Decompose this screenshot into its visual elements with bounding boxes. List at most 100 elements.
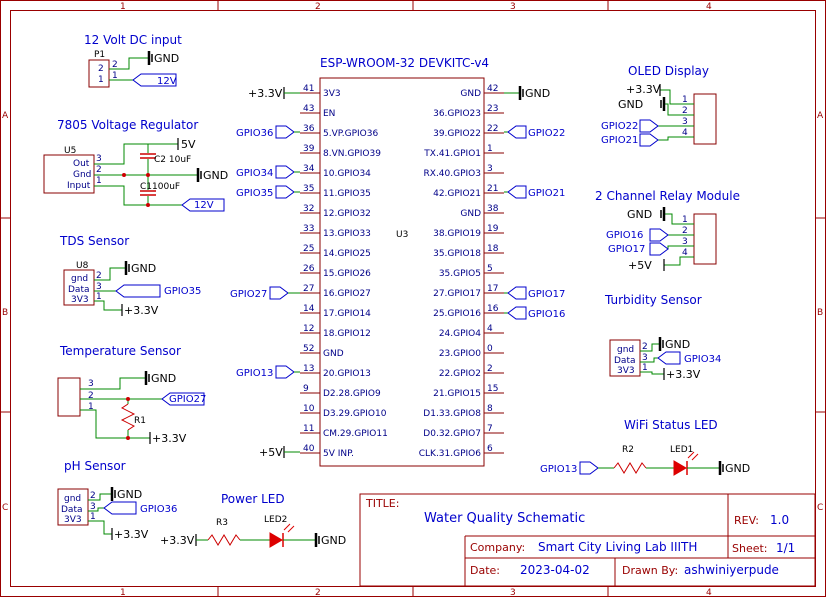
esp-right-pin-number: 6: [487, 444, 493, 454]
title-block: TITLE: Water Quality Schematic REV: 1.0 …: [359, 493, 816, 587]
esp-gpio13-net: GPIO13: [236, 368, 273, 379]
esp-left-pin-number: 33: [303, 224, 314, 234]
net-flag-gpio35: [275, 185, 295, 199]
temp-pin1: 1: [88, 402, 94, 412]
c2-ref: C2 10uF: [154, 155, 191, 165]
relay-pin2: 2: [682, 226, 688, 236]
reg-input-label: Input: [67, 181, 91, 191]
esp-left-pin-number: 32: [303, 204, 314, 214]
ph-data-pin: Data: [61, 505, 83, 515]
esp-right-pin-number: 18: [487, 244, 499, 254]
reg-gnd-label: Gnd: [73, 170, 91, 180]
esp-left-pin-number: 36: [303, 124, 315, 134]
esp-left-pin-number: 25: [303, 244, 314, 254]
esp-right-pin-number: 23: [487, 104, 498, 114]
wifi-gpio13-net: GPIO13: [540, 464, 577, 475]
u5-pin3: 3: [96, 154, 102, 164]
col-label-1: 1: [120, 2, 126, 12]
esp-left-pin-name: GND: [323, 349, 344, 359]
tds-title: TDS Sensor: [59, 234, 129, 248]
ph-gnd-net: GND: [117, 488, 142, 501]
esp-right-pin-number: 17: [487, 284, 498, 294]
ph-section: pH Sensor gnd Data 3V3 2 3 1 GND GPIO36 …: [57, 459, 177, 541]
ph-gpio36-net: GPIO36: [140, 504, 177, 515]
sheet-label: Sheet:: [732, 542, 768, 555]
p1-12v-net: 12V: [157, 76, 177, 87]
esp-gnd-net: GND: [525, 87, 550, 100]
esp-right-pin-number: 38: [487, 204, 499, 214]
esp-left-pin-number: 34: [303, 164, 315, 174]
esp-left-pin-number: 35: [303, 184, 314, 194]
turbidity-section: Turbidity Sensor gnd Data 3V3 2 3 1 GND …: [604, 293, 721, 381]
temperature-section: Temperature Sensor 3 2 1 GND GPIO27 +3.3…: [57, 344, 206, 445]
esp-left-pin-name: 12.GPIO32: [323, 209, 371, 219]
tds-3v3-net: +3.3V: [124, 304, 159, 317]
u8-pin3: 3: [96, 282, 102, 292]
turbidity-pin3: 3: [642, 353, 648, 363]
esp-gpio17-net: GPIO17: [528, 289, 565, 300]
resistor-r2: [613, 462, 647, 474]
oled-pin1: 1: [682, 95, 688, 105]
p1-pin2-label: 2: [98, 64, 104, 74]
ground-icon: [659, 205, 666, 223]
esp-gpio16-net: GPIO16: [528, 309, 565, 320]
ph-pin1: 1: [90, 512, 96, 522]
esp-right-pin-number: 2: [487, 364, 493, 374]
esp-left-pin-name: EN: [323, 109, 335, 119]
company-value: Smart City Living Lab IIITH: [538, 540, 697, 554]
esp-right-pin-name: 39.GPIO22: [433, 129, 481, 139]
esp-left-pin-number: 43: [303, 104, 314, 114]
net-flag-12v: [132, 73, 177, 87]
net-flag-gpio34: [275, 165, 295, 179]
temp-gnd-net: GND: [151, 372, 176, 385]
net-flag-gpio17: [649, 242, 669, 256]
esp-right-pin-name: RX.40.GPIO3: [424, 169, 481, 179]
power-led-gnd-net: GND: [321, 534, 346, 547]
title-label: TITLE:: [365, 497, 399, 510]
u8-ref: U8: [76, 261, 89, 271]
esp32-body: [319, 77, 485, 467]
net-flag-gpio27: [269, 286, 289, 300]
esp-gpio21-net: GPIO21: [528, 188, 565, 199]
oled-pin4: 4: [682, 128, 688, 138]
row-label-b-right: B: [817, 308, 823, 318]
ph-3v3-pin: 3V3: [64, 515, 82, 525]
p1-pin1: 1: [112, 71, 118, 81]
esp-right-pin-name: 24.GPIO4: [439, 329, 481, 339]
esp-left-pin-name: 3V3: [323, 89, 341, 99]
ground-icon: [659, 95, 666, 113]
reg-out-label: Out: [73, 159, 90, 169]
esp-left-pin-number: 13: [303, 364, 314, 374]
row-label-b: B: [2, 308, 8, 318]
led2-ref: LED2: [264, 515, 287, 525]
wifi-led-section: WiFi Status LED GPIO13 R2 LED1 GND: [540, 418, 750, 477]
turbidity-3v3-net: +3.3V: [666, 368, 701, 381]
esp-left-pin-name: D3.29.GPIO10: [323, 409, 387, 419]
esp-right-pin-name: 25.GPIO16: [433, 309, 481, 319]
relay-pin4: 4: [682, 248, 688, 258]
turbidity-gnd-pin: gnd: [617, 345, 634, 355]
u8-pin2: 2: [96, 271, 102, 281]
oled-gpio22-net: GPIO22: [601, 121, 638, 132]
col-label-1b: 1: [120, 588, 126, 597]
turbidity-body: [609, 339, 641, 377]
u5-pin1: 1: [96, 176, 102, 186]
esp-left-pin-number: 41: [303, 84, 314, 94]
esp-left-pin-name: 20.GPIO13: [323, 369, 371, 379]
wifi-led-title: WiFi Status LED: [624, 418, 718, 432]
u5-ref: U5: [64, 146, 76, 156]
relay-pin1: 1: [682, 215, 688, 225]
esp-right-pin-name: GND: [460, 209, 481, 219]
esp-right-pin-number: 7: [487, 424, 493, 434]
net-flag-gpio36: [275, 125, 295, 139]
esp-left-pin-name: 13.GPIO33: [323, 229, 371, 239]
esp-left-pin-number: 12: [303, 324, 314, 334]
esp32-right-pins: 42GND2336.GPIO232239.GPIO221TX.41.GPIO13…: [419, 84, 504, 459]
ground-icon: [196, 166, 203, 184]
esp-left-pin-name: 10.GPIO34: [323, 169, 371, 179]
esp-left-pin-name: D2.28.GPIO9: [323, 389, 381, 399]
oled-title: OLED Display: [628, 64, 709, 78]
net-flag-gpio16: [507, 306, 527, 320]
ground-icon: [124, 259, 131, 277]
esp-right-pin-number: 3: [487, 164, 493, 174]
